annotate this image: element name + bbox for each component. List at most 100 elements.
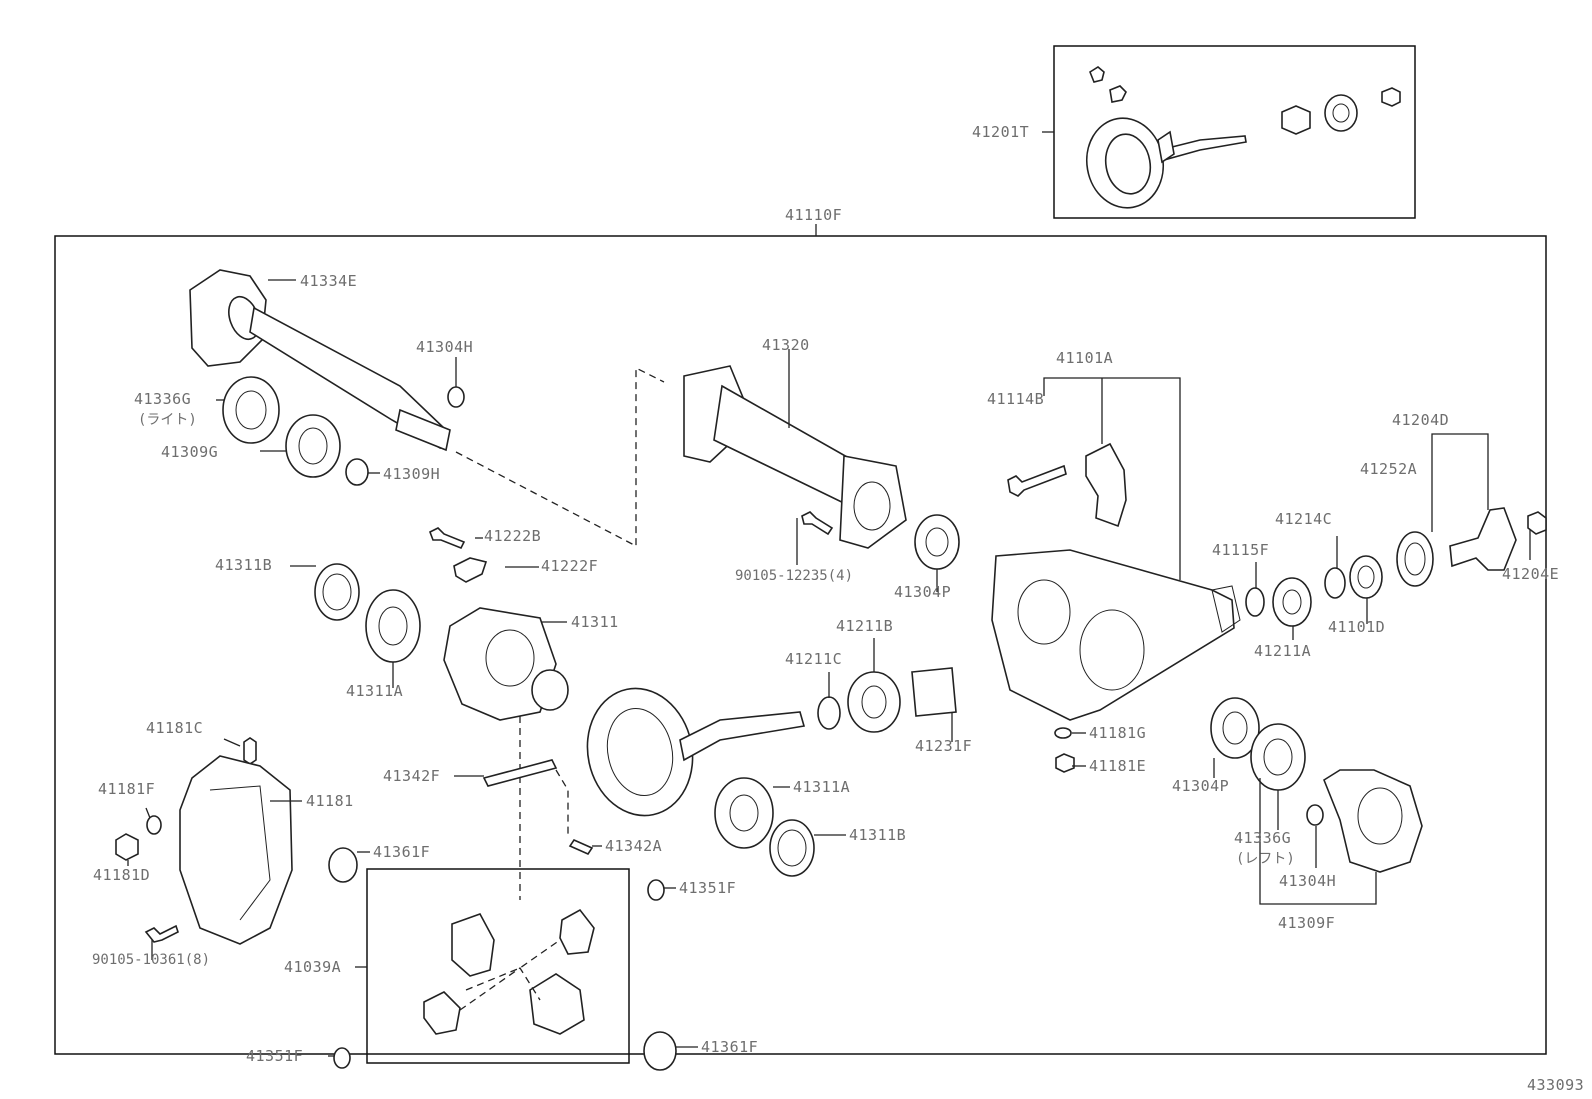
callout-41334E: 41334E [300, 272, 357, 290]
callout-41181F: 41181F [98, 780, 155, 798]
bracket-41101A [1043, 377, 1181, 580]
figure-number: 433093 [1527, 1076, 1584, 1094]
callout-41204E: 41204E [1502, 565, 1559, 583]
axle-shaft-drawing [189, 269, 451, 452]
callout-41110F: 41110F [785, 206, 842, 224]
bearing-41309G [285, 414, 341, 478]
washer-41361F-upper [328, 847, 358, 883]
callout-41361F-upper: 41361F [373, 843, 430, 861]
callout-41336G-left: 41336G [1234, 829, 1291, 847]
bolt-41222B [428, 527, 466, 550]
differential-case-41311 [443, 607, 569, 721]
callout-41311B-upper: 41311B [215, 556, 272, 574]
bracket-41204D [1431, 433, 1489, 532]
callout-41304H-upper: 41304H [416, 338, 473, 356]
callout-41309G: 41309G [161, 443, 218, 461]
callout-41304P-upper: 41304P [894, 583, 951, 601]
oil-seal-41304P-upper [914, 514, 960, 570]
callout-41201T: 41201T [972, 123, 1029, 141]
callout-41342A: 41342A [605, 837, 662, 855]
callout-41311A-upper: 41311A [346, 682, 403, 700]
callout-41181D: 41181D [93, 866, 150, 884]
ring-gear-and-pinion-drawing [586, 687, 806, 817]
washer-41351F-lower [333, 1047, 351, 1069]
callout-90105-12235: 90105-12235(4) [735, 568, 853, 584]
ring-and-pinion-kit-drawing [1085, 66, 1401, 209]
lock-plate-41222F [453, 557, 488, 583]
snap-ring-41304H-upper [447, 386, 465, 408]
bearing-cap-41101A [1085, 442, 1127, 528]
callout-41101D: 41101D [1328, 618, 1385, 636]
plug-41181D [115, 833, 139, 861]
callout-41309F: 41309F [1278, 914, 1335, 932]
callout-41351F-upper: 41351F [679, 879, 736, 897]
oil-seal-41304P-lower [1210, 697, 1260, 759]
bracket-41309F [1259, 778, 1377, 905]
pinion-gears-drawing [423, 908, 595, 1035]
breather-41181C [243, 737, 257, 765]
callout-41336G-left-note: (レフト) [1236, 851, 1295, 867]
callout-41181C: 41181C [146, 719, 203, 737]
washer-41351F-upper [647, 879, 665, 901]
callout-41336G-right-note: (ライト) [138, 412, 197, 428]
shaft-alignment-line [455, 366, 665, 548]
callout-41101A: 41101A [1056, 349, 1113, 367]
callout-41211B: 41211B [836, 617, 893, 635]
pin-41342A [568, 838, 594, 856]
snap-ring-41309H [345, 458, 369, 486]
snap-ring-41304H-lower [1306, 804, 1324, 826]
callout-labels: 41201T 41110F 41334E 41304H 41336G (ライト)… [92, 123, 1584, 1094]
bearing-41211B [847, 671, 901, 733]
washer-41181G [1054, 727, 1072, 739]
oil-seal-41336G-left [1250, 723, 1306, 791]
callout-41311: 41311 [571, 613, 619, 631]
gasket-41181F [146, 815, 162, 835]
callout-41361F-lower: 41361F [701, 1038, 758, 1056]
pinion-gear-kit-frame [355, 868, 630, 1064]
callout-41039A: 41039A [284, 958, 341, 976]
callout-90105-10361: 90105-10361(8) [92, 952, 210, 968]
pin-41342F [482, 759, 558, 787]
callout-41114B: 41114B [987, 390, 1044, 408]
axle-tube-drawing [683, 365, 907, 549]
callout-41231F: 41231F [915, 737, 972, 755]
callout-41311B-lower: 41311B [849, 826, 906, 844]
companion-flange-41204D [1449, 507, 1517, 571]
plug-41181E [1055, 753, 1075, 773]
callout-41336G-right: 41336G [134, 390, 191, 408]
callout-41181E: 41181E [1089, 757, 1146, 775]
bearing-41211A [1272, 577, 1312, 627]
callout-41211C: 41211C [785, 650, 842, 668]
bolt-90105-10361 [144, 924, 179, 943]
pin-alignment-line [555, 769, 569, 838]
callout-41304H-lower: 41304H [1279, 872, 1336, 890]
callout-41204D: 41204D [1392, 411, 1449, 429]
spacer-41231F [911, 667, 957, 717]
callout-41252A: 41252A [1360, 460, 1417, 478]
side-gear-shaft-41309F [1323, 769, 1423, 873]
gear-kit-frame [1042, 45, 1416, 219]
oil-seal-41336G-right [222, 376, 280, 444]
callout-41351F-lower: 41351F [246, 1047, 303, 1065]
bearing-41311A-upper [365, 589, 421, 663]
oil-seal-41311B-lower [769, 819, 815, 877]
oil-seal-41252A [1396, 531, 1434, 587]
washer-41115F [1245, 587, 1265, 617]
spacer-41214C [1324, 567, 1346, 599]
shim-41211C [817, 696, 841, 730]
callout-41309H: 41309H [383, 465, 440, 483]
callout-41311A-lower: 41311A [793, 778, 850, 796]
callout-41211A: 41211A [1254, 642, 1311, 660]
leader-lines [127, 279, 1531, 1057]
bearing-41311A-lower [714, 777, 774, 849]
callout-41222F: 41222F [541, 557, 598, 575]
callout-41115F: 41115F [1212, 541, 1269, 559]
bolt-90105-12235 [801, 511, 834, 536]
callout-41222B: 41222B [484, 527, 541, 545]
callout-41181G: 41181G [1089, 724, 1146, 742]
callout-41181: 41181 [306, 792, 354, 810]
differential-cover-41181 [179, 755, 293, 945]
carrier-housing-drawing [991, 549, 1241, 721]
washer-41361F-lower [643, 1031, 677, 1071]
